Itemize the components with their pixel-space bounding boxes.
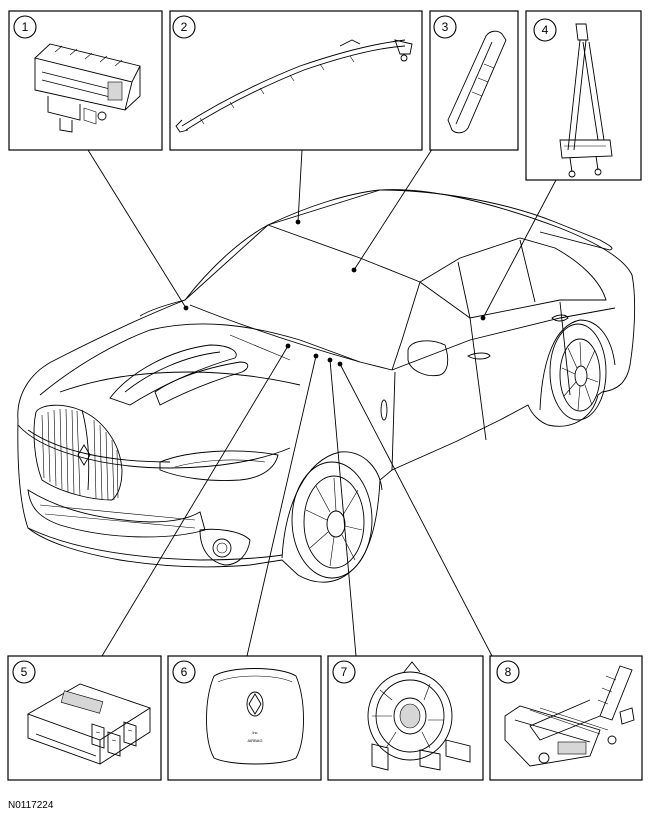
front-wheel-spokes [305, 477, 363, 567]
control-module-icon [26, 683, 152, 765]
leader-6 [246, 355, 317, 657]
steering-pad-logo-text: lnc [252, 730, 257, 735]
driver-airbag-icon: lnc AIRBAG [206, 668, 304, 765]
panel-7-clockspring: 7 [327, 655, 484, 781]
panel-7-number: 7 [341, 665, 348, 679]
steering-column-icon [504, 665, 635, 767]
panel-6-driver-airbag: 6 lnc AIRBAG [167, 655, 322, 781]
curtain-airbag-icon [175, 39, 413, 133]
panel-8-number: 8 [505, 665, 512, 679]
panel-6-number: 6 [181, 665, 188, 679]
rear-wheel-spokes [561, 341, 599, 411]
grille-bars [41, 408, 119, 501]
leader-5 [101, 345, 289, 657]
panel-3-number: 3 [442, 20, 449, 34]
seat-belt-icon [559, 23, 613, 178]
panel-3-seat-airbag: 3 [429, 10, 519, 151]
panel-2-curtain-airbag: 2 [169, 10, 423, 151]
panel-4-number: 4 [542, 23, 549, 37]
vehicle-illustration [17, 189, 636, 583]
steering-pad-airbag-text: AIRBAG [247, 738, 262, 743]
leader-1 [87, 149, 187, 309]
leader-8 [339, 363, 493, 657]
seat-airbag-icon [447, 30, 507, 134]
figure-reference-code: N0117224 [8, 800, 54, 811]
panel-2-number: 2 [181, 20, 188, 34]
location-dots [183, 219, 486, 367]
clockspring-icon [367, 661, 471, 771]
panel-1-passenger-airbag: 1 [8, 10, 163, 151]
panel-4-seat-belt: 4 [525, 10, 642, 181]
panel-5-number: 5 [21, 665, 28, 679]
leader-3 [353, 139, 439, 271]
panel-8-steering-column: 8 [489, 655, 643, 781]
passenger-airbag-icon [34, 43, 141, 133]
panel-1-number: 1 [22, 20, 29, 34]
panel-5-control-module: 5 [7, 655, 162, 781]
leader-2 [297, 149, 303, 223]
leader-7 [329, 359, 357, 657]
leader-lines [87, 139, 557, 657]
leader-4 [482, 179, 557, 319]
